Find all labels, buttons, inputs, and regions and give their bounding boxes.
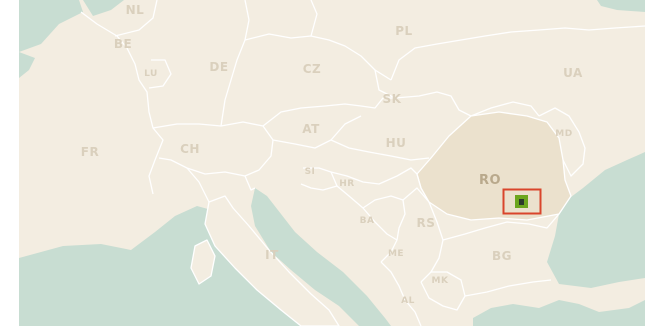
label-me: ME [388,249,404,259]
location-marker-dot [519,199,524,205]
label-lu: LU [144,69,158,79]
label-pl: PL [395,24,412,38]
country-borders [80,0,645,326]
label-ch: CH [180,142,200,156]
label-at: AT [302,122,320,136]
label-sk: SK [383,92,402,106]
italy-peninsula[interactable] [204,195,340,326]
mediterranean-sea [19,206,329,326]
map-canvas[interactable]: NL BE LU DE PL CZ SK UA FR CH AT HU MD S… [19,0,645,326]
label-ba: BA [360,216,375,226]
label-de: DE [209,60,228,74]
map-view[interactable]: NL BE LU DE PL CZ SK UA FR CH AT HU MD S… [19,0,645,326]
label-be: BE [114,37,132,51]
label-ro: RO [479,173,501,188]
label-al: AL [401,296,415,306]
label-hu: HU [386,136,407,150]
label-md: MD [555,129,572,139]
aegean-sea [473,300,645,326]
label-si: SI [305,167,316,177]
label-hr: HR [339,179,354,189]
north-sea-east [83,0,124,16]
country-labels: NL BE LU DE PL CZ SK UA FR CH AT HU MD S… [81,3,583,306]
location-marker-frame[interactable] [502,188,542,215]
label-nl: NL [126,3,145,17]
label-rs: RS [417,216,436,230]
black-sea [547,152,645,288]
english-channel [19,52,35,78]
label-ua: UA [563,66,583,80]
sardinia[interactable] [190,239,216,285]
label-mk: MK [432,276,449,286]
baltic-lake [597,0,645,12]
location-marker[interactable] [502,188,542,215]
north-sea [19,0,83,52]
adriatic-sea [251,188,391,326]
label-fr: FR [81,145,99,159]
label-it: IT [265,248,279,262]
label-bg: BG [492,249,512,263]
label-cz: CZ [303,62,322,76]
